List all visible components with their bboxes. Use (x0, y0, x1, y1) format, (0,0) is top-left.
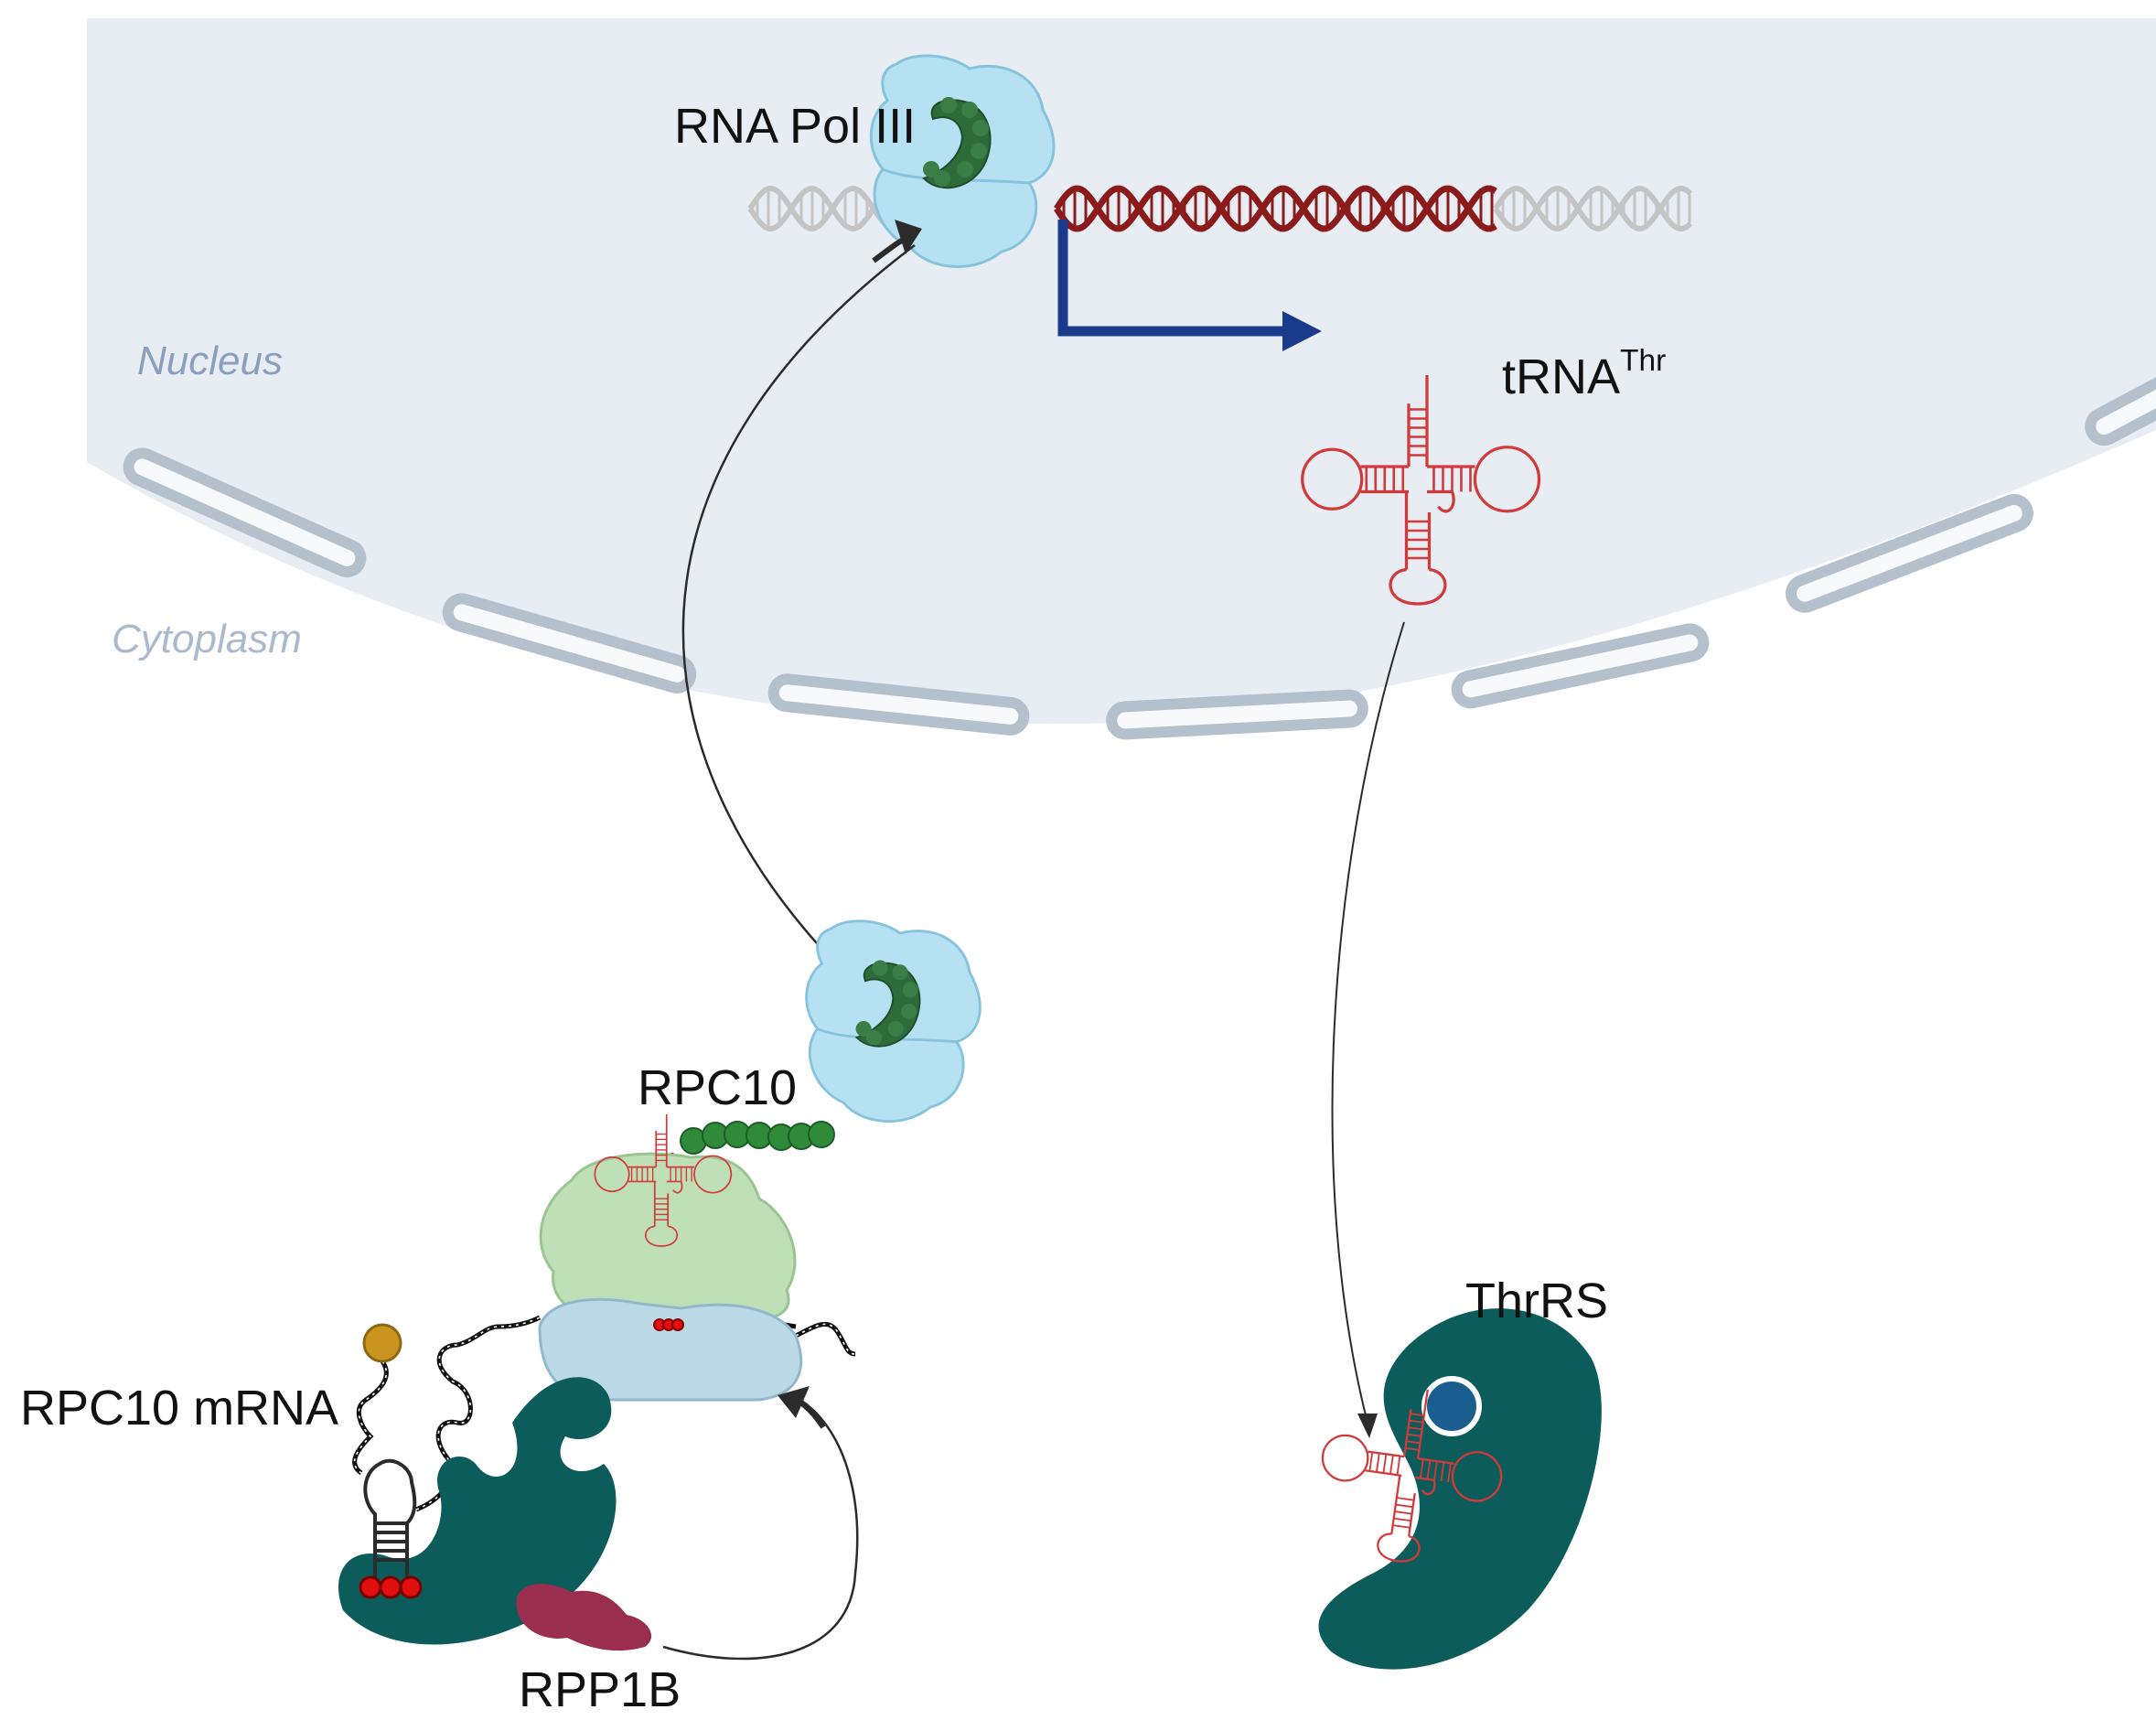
trna-anticodon-loop (1377, 1532, 1421, 1563)
rna-pol-iii-complex (869, 54, 1056, 268)
trna-bp (1440, 1462, 1445, 1482)
polymerase-bead (923, 161, 939, 177)
trna-d-loop (1321, 1434, 1369, 1482)
trna-bp (1389, 1455, 1394, 1475)
nuclear-pore (442, 593, 697, 693)
nucleus-label: Nucleus (137, 339, 283, 383)
trna-t-loop (693, 1155, 733, 1194)
thrrs-label: ThrRS (1465, 1274, 1609, 1328)
mrna-stem-loop (363, 1458, 417, 1578)
trna-bp (1407, 1433, 1421, 1437)
trna-bp (1447, 1463, 1452, 1483)
amino-acid-icon (1421, 1376, 1482, 1436)
trna-bp (1406, 1440, 1421, 1445)
trna-bp (1408, 1426, 1422, 1431)
trna-t-loop (1473, 446, 1541, 513)
cytoplasm-label: Cytoplasm (112, 617, 302, 661)
dna-strand (1054, 185, 1497, 232)
nuclear-pore (2085, 368, 2156, 446)
trna-anticodon-stem (653, 1181, 670, 1227)
trna-d-loop (1301, 447, 1364, 511)
trna-t-arm (666, 1166, 694, 1194)
ribosome-trna-icon (594, 1114, 733, 1247)
trna-to-thrrs-arrow (1331, 621, 1405, 1438)
left-protein-red-dots (359, 1575, 423, 1599)
polymerase-bead (940, 97, 957, 113)
trna-bp (1420, 1458, 1424, 1478)
trna-bp (1393, 1517, 1411, 1522)
polymerase-bead (961, 102, 978, 118)
ribosome-large-subunit (539, 1152, 797, 1326)
nuclear-pore (1451, 623, 1710, 709)
rna-pol-iii-cytoplasm (805, 919, 981, 1124)
dna-strand (1493, 186, 1693, 231)
rpc10-mrna-label: RPC10 mRNA (20, 1381, 339, 1435)
mrna-5-cap-icon (362, 1323, 402, 1363)
trna-t-loop (1451, 1451, 1503, 1502)
thrrs-bound-trna-icon (1321, 1389, 1503, 1563)
dna-strand (1054, 185, 1497, 232)
polymerase-bead (972, 120, 989, 136)
polymerase-bead (855, 1020, 872, 1038)
trna-bp (1426, 1459, 1432, 1479)
nucleus-area (87, 18, 2156, 725)
nuclear-pore (1786, 493, 2033, 613)
polymerase-bead (957, 161, 973, 177)
trna-label-base: tRNA (1502, 349, 1621, 404)
trna-bp (1396, 1456, 1401, 1476)
trna-bp (1382, 1454, 1388, 1474)
nuclear-pore (1106, 689, 1368, 740)
rpp1b-label: RPP1B (519, 1662, 681, 1717)
transcription-start-arrow (1057, 220, 1322, 351)
trna-anticodon-loop (1389, 567, 1447, 606)
import-arrow (681, 220, 922, 966)
rpp1b-to-ribosome-arrow (662, 1386, 859, 1661)
mrna-bases (353, 1317, 856, 1511)
nuclear-pore (767, 673, 1030, 736)
trna-thr-icon (1301, 375, 1541, 606)
rna-pol-iii-label: RNA Pol III (674, 99, 917, 154)
rpc10-label: RPC10 (638, 1060, 798, 1115)
polymerase-bead (934, 170, 950, 187)
polymerase-bead (872, 960, 888, 976)
nuclear-pore (123, 447, 367, 578)
polymerase-bead (902, 982, 918, 998)
rpp1b-protein (516, 1584, 652, 1651)
trna-bp (1368, 1452, 1374, 1472)
polymerase-bead (971, 143, 987, 159)
trna-label-superscript: Thr (1620, 343, 1667, 378)
trna-bp (1376, 1453, 1380, 1473)
trna-bp (1405, 1446, 1420, 1451)
trna-bp (1395, 1503, 1413, 1509)
dna-helix (747, 185, 1693, 232)
trna-bp (1396, 1497, 1414, 1501)
trna-t-arm (1415, 1457, 1454, 1496)
trna-acceptor-stem (1417, 1389, 1429, 1459)
polymerase-bead (865, 1029, 883, 1046)
trna-acceptor-stem (1402, 1409, 1412, 1457)
trna-bp (1409, 1419, 1423, 1424)
polymerase-bead (900, 1003, 917, 1020)
trna-d-loop (594, 1156, 630, 1193)
nuclear-envelope (123, 368, 2156, 740)
polymerase-bead (887, 1020, 904, 1038)
trna-bp (1433, 1461, 1438, 1480)
trna-thr-label: tRNAThr (1502, 346, 1666, 404)
amino-acid-bead (808, 1121, 835, 1148)
polymerase-bead (892, 964, 908, 981)
trna-bp (1392, 1524, 1411, 1529)
dna-strand (1493, 186, 1693, 231)
trna-bp (1394, 1511, 1412, 1515)
thrrs-enzyme (1318, 1308, 1602, 1670)
trna-bp (1410, 1413, 1424, 1417)
trna-anticodon-loop (645, 1225, 678, 1247)
ribosome-modification-dots (653, 1318, 684, 1331)
